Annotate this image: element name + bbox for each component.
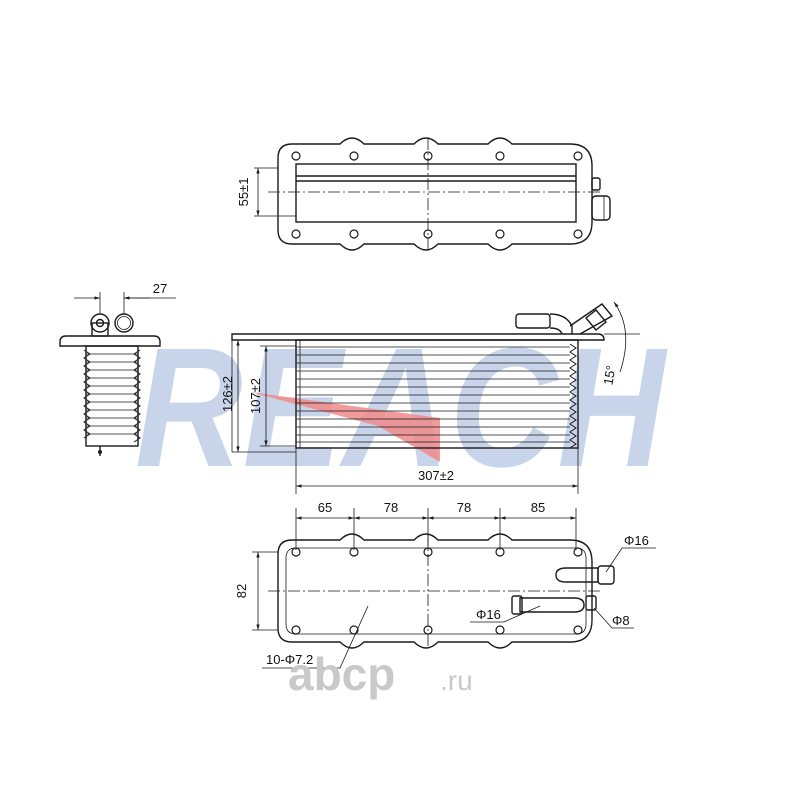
dim-seg-3: 78 xyxy=(457,500,471,515)
dim-seg-1: 65 xyxy=(318,500,332,515)
abcp-logo-suffix: .ru xyxy=(440,665,473,696)
dim-length: 307±2 xyxy=(418,468,454,483)
dim-pipe-large: Φ16 xyxy=(624,533,649,548)
dim-pipe-mid: Φ16 xyxy=(476,607,501,622)
front-view xyxy=(231,301,640,494)
dim-side-width: 27 xyxy=(153,281,167,296)
bottom-view xyxy=(252,508,656,669)
dim-seg-4: 85 xyxy=(531,500,545,515)
watermark-text: REACH xyxy=(135,313,668,503)
dim-seg-2: 78 xyxy=(384,500,398,515)
dim-bottom-height: 82 xyxy=(234,584,249,598)
dim-top-height: 55±1 xyxy=(236,178,251,207)
abcp-logo-text: abcp xyxy=(288,648,395,700)
side-view xyxy=(59,292,176,456)
dim-total-height: 126±2 xyxy=(220,376,235,412)
dim-angle: 15° xyxy=(600,364,618,386)
dim-pipe-small: Φ8 xyxy=(612,613,630,628)
top-view xyxy=(254,137,611,251)
reach-watermark: REACH xyxy=(135,313,668,503)
dim-core-height: 107±2 xyxy=(248,378,263,414)
dim-holes: 10-Φ7.2 xyxy=(266,652,313,667)
abcp-logo: abcp .ru xyxy=(288,648,473,700)
